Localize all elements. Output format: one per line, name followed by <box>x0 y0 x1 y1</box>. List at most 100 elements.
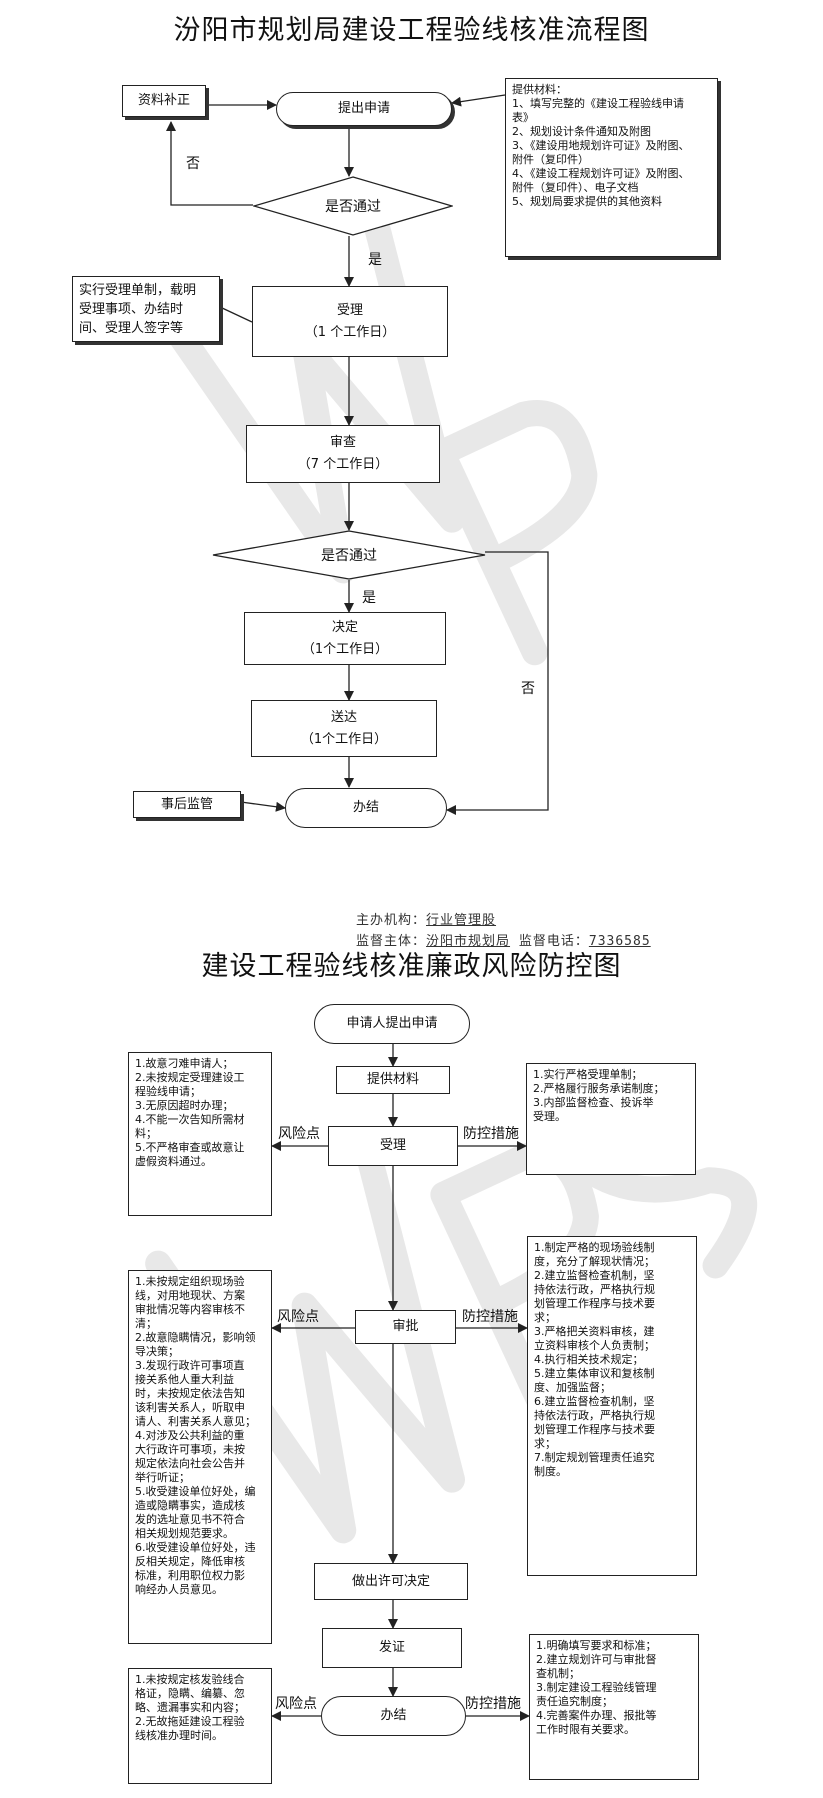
accept-time: （1 个工作日） <box>304 324 396 340</box>
decide-time: （1个工作日） <box>301 641 389 657</box>
applicant-submit-node: 申请人提出申请 <box>314 1004 470 1044</box>
control-approve-item-2: 2.建立监督检查机制，坚 持依法行政，严格执行规 划管理工作程序与技术要 求； <box>534 1269 655 1324</box>
risk-finish-label: 办结 <box>380 1708 407 1723</box>
materials-heading: 提供材料： <box>512 83 567 96</box>
no-label-2: 否 <box>521 681 535 697</box>
decision-diamond-1 <box>253 176 453 236</box>
review-label: 审查 <box>329 435 356 450</box>
risk-approve-item-5: 5.收受建设单位好处，编 造或隐瞒事实，造成核 发的选址意见书不符合 相关规划规… <box>135 1485 256 1540</box>
control-accept-item-1: 1.实行严格受理单制； <box>533 1068 643 1081</box>
risk-finish-node: 办结 <box>321 1696 466 1736</box>
materials-item-3: 3、《建设用地规划许可证》及附图、 附件（复印件） <box>512 139 690 166</box>
review-node: 审查 （7 个工作日） <box>246 425 440 483</box>
deliver-node: 送达 （1个工作日） <box>251 700 437 757</box>
risk-accept-item-1: 1.故意刁难申请人； <box>135 1057 234 1070</box>
materials-item-5: 5、规划局要求提供的其他资料 <box>512 195 662 208</box>
host-value: 行业管理股 <box>426 913 497 928</box>
control-approve-item-4: 4.执行相关技术规定； <box>534 1353 644 1366</box>
provided-materials-note: 提供材料： 1、填写完整的《建设工程验线申请 表》 2、规划设计条件通知及附图 … <box>505 78 718 257</box>
risk-approve-item-3: 3.发现行政许可事项直 接关系他人重大利益 时，未按规定依法告知 该利害关系人，… <box>135 1359 256 1428</box>
control-approve-item-3: 3.严格把关资料审核，建 立资料审核个人负责制； <box>534 1325 655 1352</box>
control-label-3: 防控措施 <box>465 1696 521 1712</box>
supervise-label: 事后监管 <box>160 796 213 812</box>
accept-note: 实行受理单制，载明 受理事项、办结时 间、受理人签字等 <box>72 276 220 342</box>
permit-decision-node: 做出许可决定 <box>314 1563 468 1600</box>
approve-node: 审批 <box>355 1310 456 1344</box>
deliver-time: （1个工作日） <box>300 731 388 747</box>
control-finish-item-3: 3.制定建设工程验线管理 责任追究制度； <box>536 1681 657 1708</box>
control-approve-item-6: 6.建立监督检查机制，坚 持依法行政，严格执行规 划管理工作程序与技术要 求； <box>534 1395 655 1450</box>
control-accept-item-3: 3.内部监督检查、投诉举 受理。 <box>533 1096 654 1123</box>
risk-list-finish: 1.未按规定核发验线合 格证，隐瞒、编纂、忽 略、遗漏事实和内容； 2.无故拖延… <box>128 1668 272 1784</box>
supervisor-label: 监督主体： <box>356 934 427 949</box>
risk-accept-item-2: 2.未按规定受理建设工 程验线申请； <box>135 1071 245 1098</box>
accept-label: 受理 <box>336 302 363 318</box>
control-label-2: 防控措施 <box>462 1309 518 1325</box>
host-org-line: 主办机构：行业管理股 <box>356 909 496 928</box>
yes-label-2: 是 <box>362 590 376 606</box>
deliver-label: 送达 <box>330 709 357 725</box>
riskchart-title: 建设工程验线核准廉政风险防控图 <box>201 951 622 982</box>
risk-accept-item-5: 5.不严格审查或故意让 虚假资料通过。 <box>135 1141 245 1168</box>
materials-node-label: 提供材料 <box>366 1072 419 1087</box>
decision-diamond-2 <box>212 530 486 580</box>
risk-approve-item-2: 2.故意隐瞒情况，影响领 导决策； <box>135 1331 256 1358</box>
risk-list-approve: 1.未按规定组织现场验 线，对用地现状、方案 审批情况等内容审核不 清； 2.故… <box>128 1270 272 1644</box>
materials-item-1: 1、填写完整的《建设工程验线申请 表》 <box>512 97 684 124</box>
risk-accept-node: 受理 <box>328 1126 458 1166</box>
risk-approve-item-4: 4.对涉及公共利益的重 大行政许可事项，未按 规定依法向社会公告并 举行听证； <box>135 1429 245 1484</box>
risk-point-label-1: 风险点 <box>278 1126 320 1142</box>
risk-accept-item-3: 3.无原因超时办理； <box>135 1099 234 1112</box>
risk-approve-item-1: 1.未按规定组织现场验 线，对用地现状、方案 审批情况等内容审核不 清； <box>135 1275 245 1330</box>
phone-label: 监督电话： <box>518 934 589 949</box>
control-approve-item-7: 7.制定规划管理责任追究 制度。 <box>534 1451 655 1478</box>
risk-finish-item-2: 2.无故拖延建设工程验 线核准办理时间。 <box>135 1715 245 1742</box>
control-approve-item-5: 5.建立集体审议和复核制 度、加强监督； <box>534 1367 655 1394</box>
risk-list-accept: 1.故意刁难申请人； 2.未按规定受理建设工 程验线申请； 3.无原因超时办理；… <box>128 1052 272 1216</box>
risk-accept-item-4: 4.不能一次告知所需材 料； <box>135 1113 245 1140</box>
review-time: （7 个工作日） <box>297 457 389 472</box>
control-accept-item-2: 2.严格履行服务承诺制度； <box>533 1082 665 1095</box>
risk-point-label-3: 风险点 <box>275 1696 317 1712</box>
materials-item-4: 4、《建设工程规划许可证》及附图、 附件（复印件）、电子文档 <box>512 167 690 194</box>
control-list-accept: 1.实行严格受理单制； 2.严格履行服务承诺制度； 3.内部监督检查、投诉举 受… <box>526 1063 696 1175</box>
decide-node: 决定 （1个工作日） <box>244 612 446 665</box>
flowchart-title: 汾阳市规划局建设工程验线核准流程图 <box>173 15 650 46</box>
apply-label: 申请人提出申请 <box>346 1016 438 1031</box>
host-label: 主办机构： <box>356 913 427 928</box>
control-list-approve: 1.制定严格的现场验线制 度，充分了解现状情况； 2.建立监督检查机制，坚 持依… <box>527 1236 697 1576</box>
supplement-materials-box: 资料补正 <box>122 85 206 117</box>
issue-label: 发证 <box>378 1640 405 1655</box>
permit-label: 做出许可决定 <box>351 1573 430 1589</box>
finish-node: 办结 <box>285 788 447 828</box>
decision-2-label: 是否通过 <box>321 548 377 564</box>
control-finish-item-2: 2.建立规划许可与审批督 查机制； <box>536 1653 657 1680</box>
accept-note-text: 实行受理单制，载明 受理事项、办结时 间、受理人签字等 <box>79 283 197 336</box>
provide-materials-node: 提供材料 <box>336 1066 450 1094</box>
issue-certificate-node: 发证 <box>322 1628 462 1668</box>
decide-label: 决定 <box>331 619 358 635</box>
accept-node: 受理 （1 个工作日） <box>252 286 448 357</box>
yes-label-1: 是 <box>368 252 382 268</box>
finish-label: 办结 <box>352 800 379 815</box>
risk-point-label-2: 风险点 <box>277 1309 319 1325</box>
control-finish-item-1: 1.明确填写要求和标准； <box>536 1639 657 1652</box>
risk-finish-item-1: 1.未按规定核发验线合 格证，隐瞒、编纂、忽 略、遗漏事实和内容； <box>135 1673 245 1714</box>
phone-value: 7336585 <box>588 934 651 949</box>
control-list-finish: 1.明确填写要求和标准； 2.建立规划许可与审批督 查机制； 3.制定建设工程验… <box>529 1634 699 1780</box>
risk-approve-item-6: 6.收受建设单位好处，违 反相关规定，降低审核 标准，利用职位权力影 响经办人员… <box>135 1541 256 1596</box>
control-label-1: 防控措施 <box>463 1126 519 1142</box>
submit-label: 提出申请 <box>337 101 390 116</box>
supervisor-value: 汾阳市规划局 <box>426 934 511 949</box>
risk-accept-label: 受理 <box>379 1138 406 1153</box>
control-finish-item-4: 4.完善案件办理、报批等 工作时限有关要求。 <box>536 1709 657 1736</box>
post-supervision-box: 事后监管 <box>133 791 241 818</box>
submit-application-node: 提出申请 <box>276 92 452 126</box>
supplement-label: 资料补正 <box>137 93 190 108</box>
decision-1-label: 是否通过 <box>325 199 381 215</box>
supervisor-line: 监督主体：汾阳市规划局 监督电话：7336585 <box>356 930 651 949</box>
materials-item-2: 2、规划设计条件通知及附图 <box>512 125 651 138</box>
control-approve-item-1: 1.制定严格的现场验线制 度，充分了解现状情况； <box>534 1241 655 1268</box>
